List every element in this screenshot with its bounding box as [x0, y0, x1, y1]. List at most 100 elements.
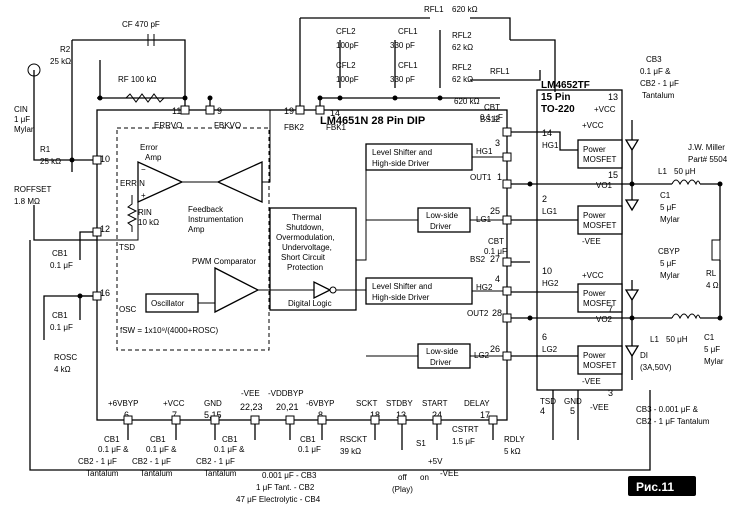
bot-cb1-a: CB1	[104, 435, 120, 444]
protection-line-2: Shutdown,	[286, 223, 324, 232]
pin-tsd: TSD	[119, 243, 135, 252]
b-6n: -6VBYP	[306, 399, 334, 408]
pw-vee-1: -VEE	[582, 237, 601, 246]
b-2021: 20,21	[276, 402, 299, 412]
power-chip-title-2: 15 Pin	[541, 92, 570, 103]
mosfet-3-box	[577, 283, 623, 313]
pin-11: 11	[172, 106, 181, 116]
protection-line-4: Undervoltage,	[282, 243, 332, 252]
cbyp-label: CBYP	[658, 247, 680, 256]
l1b-label: L1	[650, 335, 659, 344]
pin-out2-num: 28	[492, 308, 502, 318]
rfl2b-label: RFL2	[452, 63, 472, 72]
mosfet-3: Power MOSFET	[577, 283, 623, 313]
l1b-inductor	[671, 313, 701, 320]
pw-pin-13: 13	[608, 92, 618, 102]
cb1a-value: 0.1 μF	[50, 261, 73, 270]
protection-line-5: Short Circuit	[281, 253, 326, 262]
c1a-label: C1	[660, 191, 671, 200]
cfl1a-label: CFL1	[398, 27, 418, 36]
rin-label: RIN	[138, 208, 152, 217]
mosfet-1-box	[577, 139, 623, 169]
b-17: 17	[480, 410, 490, 420]
cbt2-label: CBT	[488, 237, 504, 246]
power-chip-title-3: TO-220	[541, 104, 575, 115]
cf-capacitor	[147, 34, 155, 46]
b-6vbyp: +6VBYP	[108, 399, 138, 408]
pin-hg2: HG2	[476, 283, 493, 292]
ls-hs-2-line-2: High-side Driver	[372, 293, 430, 302]
plus-sign: +	[141, 191, 146, 200]
cb3b-label-2: CB2 - 1 μF Tantalum	[636, 417, 710, 426]
mosfet-2-line-2: MOSFET	[583, 221, 616, 230]
pin-12: 12	[100, 224, 110, 234]
b-sckt: SCKT	[356, 399, 377, 408]
buffer-bubble	[329, 286, 337, 294]
b-18: 18	[370, 410, 380, 420]
feedback-label-2: Instrumentation	[188, 215, 243, 224]
ls-hs-driver-1: Level Shifter and High-side Driver	[365, 143, 473, 171]
cbyp-type: Mylar	[660, 271, 680, 280]
c1b-type: Mylar	[704, 357, 724, 366]
protection-line-1: Thermal	[292, 213, 322, 222]
cbt2-value: 0.1 μF	[484, 247, 507, 256]
rfl2b-value: 62 kΩ	[452, 75, 473, 84]
b-start: START	[422, 399, 448, 408]
mosfet-1-line-2: MOSFET	[583, 155, 616, 164]
s1-label: S1	[416, 439, 426, 448]
error-amp-region	[116, 127, 270, 351]
ls-hs-1-line-2: High-side Driver	[372, 159, 430, 168]
pw-pin-lg1: LG1	[542, 207, 558, 216]
pwm-comparator: PWM Comparator	[192, 257, 260, 314]
b-7: 7	[172, 410, 177, 420]
low-side-driver-1-box	[417, 207, 471, 233]
feedback-label-1: Feedback	[188, 205, 224, 214]
bot-cb1-a2: 0.1 μF &	[98, 445, 129, 454]
rosc-label: ROSC	[54, 353, 77, 362]
speaker-icon	[711, 239, 721, 261]
cb3-label: CB3	[646, 55, 662, 64]
low-side-2-line-2: Driver	[430, 358, 452, 367]
cfl1a-value: 330 pF	[390, 41, 415, 50]
b-stby: STDBY	[386, 399, 413, 408]
b-8: 8	[318, 410, 323, 420]
pw-pin-14: 14	[542, 128, 552, 138]
pw-vee-2: -VEE	[582, 377, 601, 386]
cbyp-value: 5 μF	[660, 259, 676, 268]
di-value: (3A,50V)	[640, 363, 672, 372]
pin-hg1-num: 3	[495, 138, 500, 148]
cbt1-value: 0.1 μF	[480, 113, 503, 122]
pin-16: 16	[100, 288, 110, 298]
mosfet-4: Power MOSFET	[577, 345, 623, 375]
pw-vcc-2: +VCC	[582, 271, 604, 280]
cb1b-label: CB1	[52, 311, 68, 320]
cb3-value-3: Tantalum	[642, 91, 675, 100]
cbt1-label: CBT	[484, 103, 500, 112]
b-6: 6	[124, 410, 129, 420]
protection-line-6: Protection	[287, 263, 323, 272]
fsw-formula: fSW = 1x10⁹/(4000+RОSC)	[120, 326, 218, 335]
pw-pin-lg2: LG2	[542, 345, 558, 354]
pin-bs1: BS1	[480, 115, 496, 124]
bottom-component-labels: CB1 0.1 μF & CB2 - 1 μF Tantalum CB1 0.1…	[78, 425, 525, 504]
rsckt-label: RSCKT	[340, 435, 367, 444]
pin-errvo: ERRVO	[154, 121, 182, 130]
rl-value: 4 Ω	[706, 281, 719, 290]
c1a-value: 5 μF	[660, 203, 676, 212]
b-vee: -VEE	[241, 389, 260, 398]
pw-pin-15: 15	[608, 170, 618, 180]
b-2223: 22,23	[240, 402, 263, 412]
b-vcc: +VCC	[163, 399, 185, 408]
di-label: DI	[640, 351, 648, 360]
l1a-label: L1	[658, 167, 667, 176]
pwm-label: PWM Comparator	[192, 257, 256, 266]
rin-resistor: RIN 10 kΩ	[126, 195, 159, 232]
pin-out1: OUT1	[470, 173, 492, 182]
low-side-1-line-2: Driver	[430, 222, 452, 231]
cfl2a-label: CFL2	[336, 27, 356, 36]
pin-hg2-num: 4	[495, 274, 500, 284]
mosfet-3-line-2: MOSFET	[583, 299, 616, 308]
rf-label: RF 100 kΩ	[118, 75, 156, 84]
mosfet-1-line-1: Power	[583, 145, 606, 154]
pwm-comparator-symbol	[214, 266, 260, 314]
